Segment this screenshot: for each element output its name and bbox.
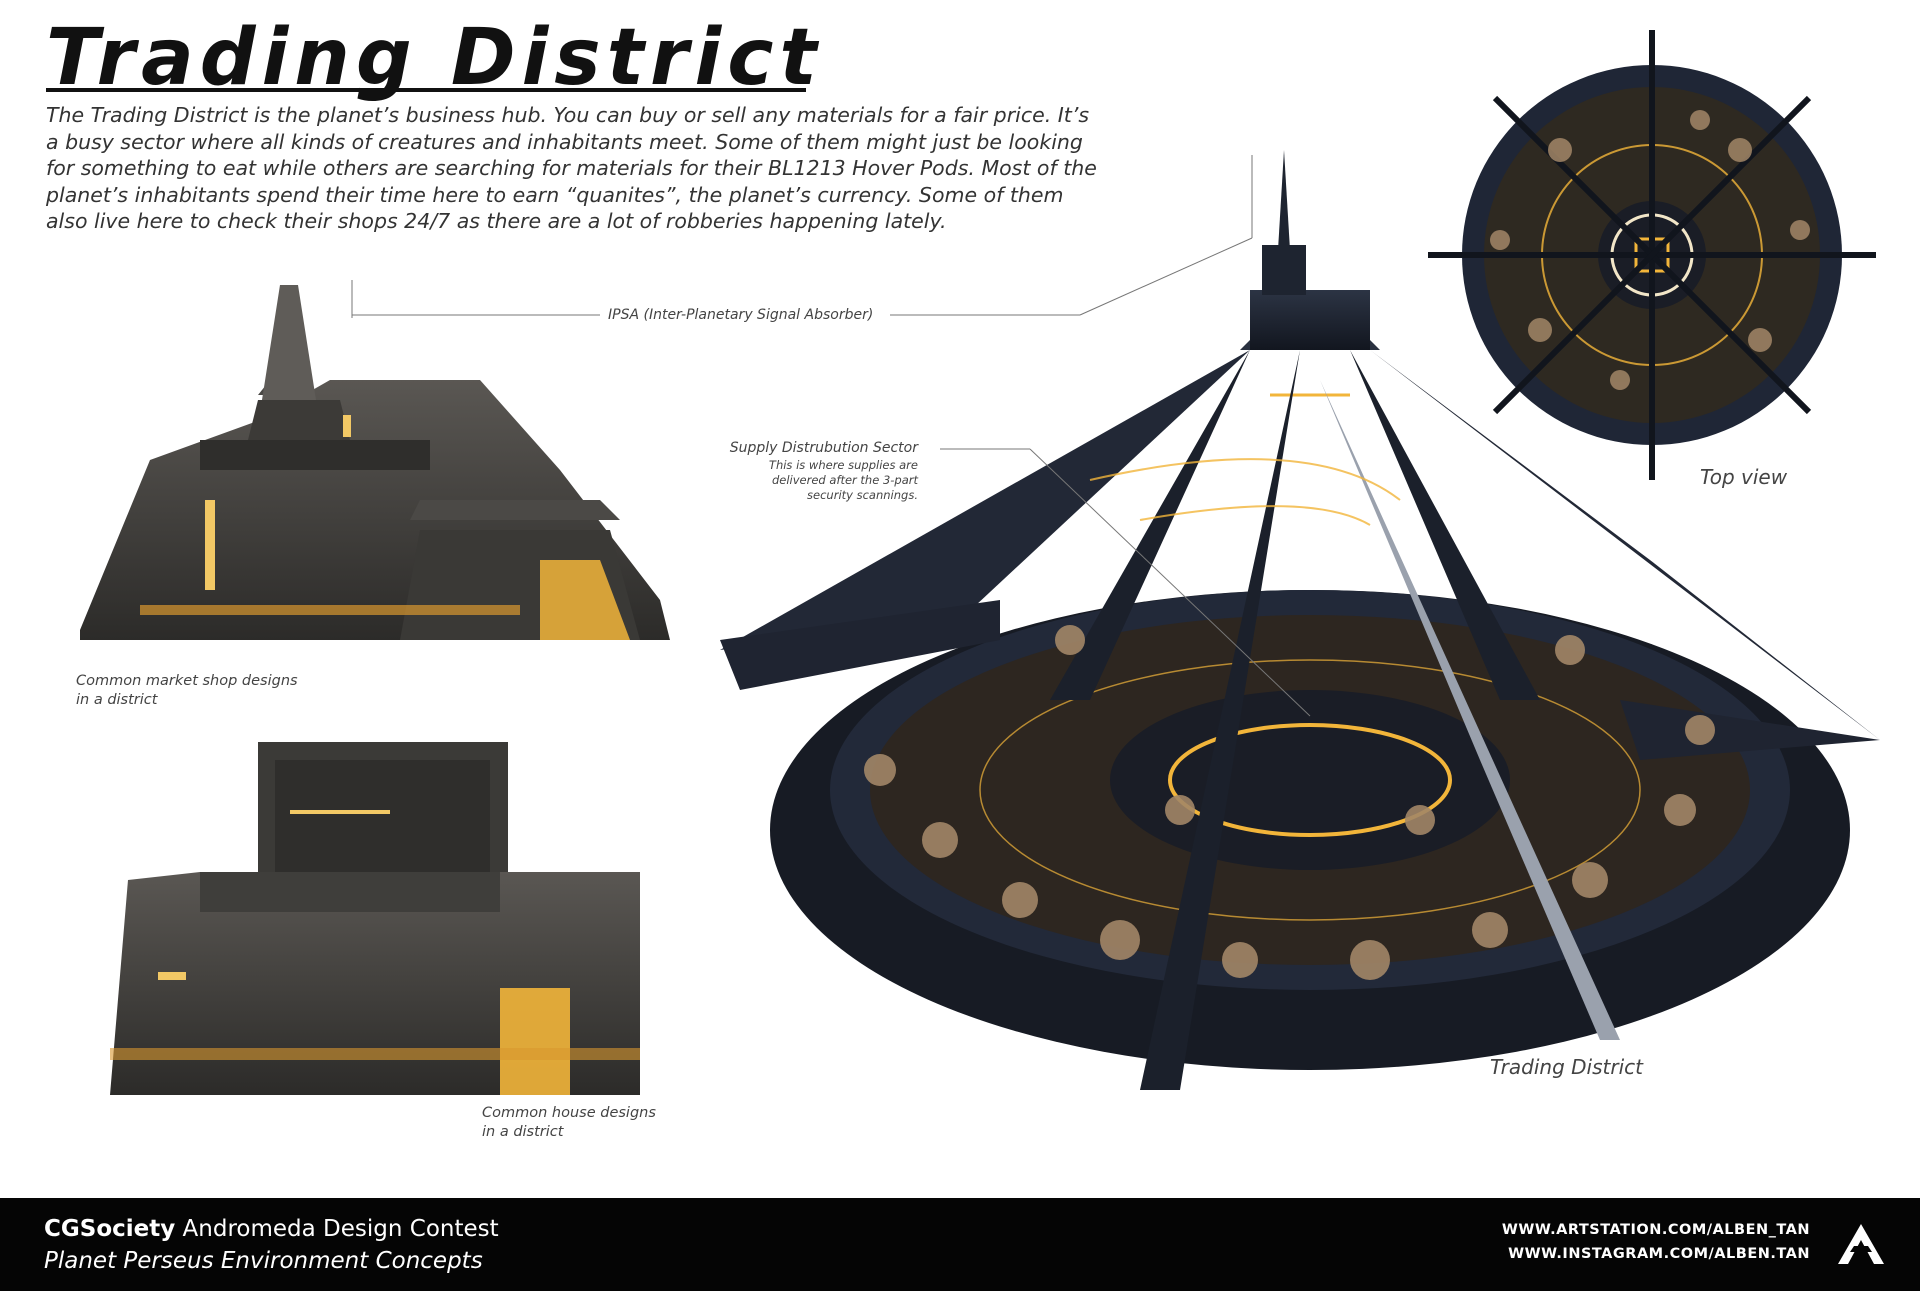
artstation-link[interactable]: WWW.ARTSTATION.COM/ALBEN_TAN	[1501, 1222, 1810, 1238]
ipsa-label: IPSA (Inter-Planetary Signal Absorber)	[608, 307, 874, 323]
contest-name: Andromeda Design Contest	[182, 1216, 499, 1242]
artist-logo-icon	[1838, 1224, 1884, 1264]
contest-line: CGSociety Andromeda Design Contest	[44, 1216, 499, 1242]
footer-subtitle: Planet Perseus Environment Concepts	[44, 1248, 483, 1274]
intro-paragraph: The Trading District is the planet’s bus…	[46, 103, 1097, 233]
trading-district-illustration	[720, 150, 1880, 1090]
supply-sector-note-3: security scannings.	[807, 488, 918, 502]
title-underline	[46, 88, 806, 92]
top-view-illustration	[1428, 30, 1876, 480]
top-view-caption: Top view	[1700, 465, 1788, 489]
supply-sector-note-2: delivered after the 3-part	[771, 473, 918, 487]
house-caption-1: Common house designs	[482, 1105, 656, 1121]
page-title: Trading District	[46, 13, 823, 103]
house-illustration	[110, 742, 640, 1095]
market-shop-illustration	[80, 285, 670, 640]
house-caption-2: in a district	[482, 1124, 564, 1140]
supply-sector-note-1: This is where supplies are	[768, 458, 918, 472]
callout-leader-lines	[351, 155, 1311, 717]
market-shop-caption-2: in a district	[76, 692, 158, 708]
market-shop-caption-1: Common market shop designs	[76, 673, 298, 689]
trading-district-caption: Trading District	[1490, 1055, 1643, 1079]
supply-sector-label: Supply Distrubution Sector	[729, 440, 918, 456]
brand-name: CGSociety	[44, 1216, 176, 1242]
footer-bar	[0, 1198, 1920, 1291]
instagram-link[interactable]: WWW.INSTAGRAM.COM/ALBEN.TAN	[1508, 1246, 1810, 1262]
